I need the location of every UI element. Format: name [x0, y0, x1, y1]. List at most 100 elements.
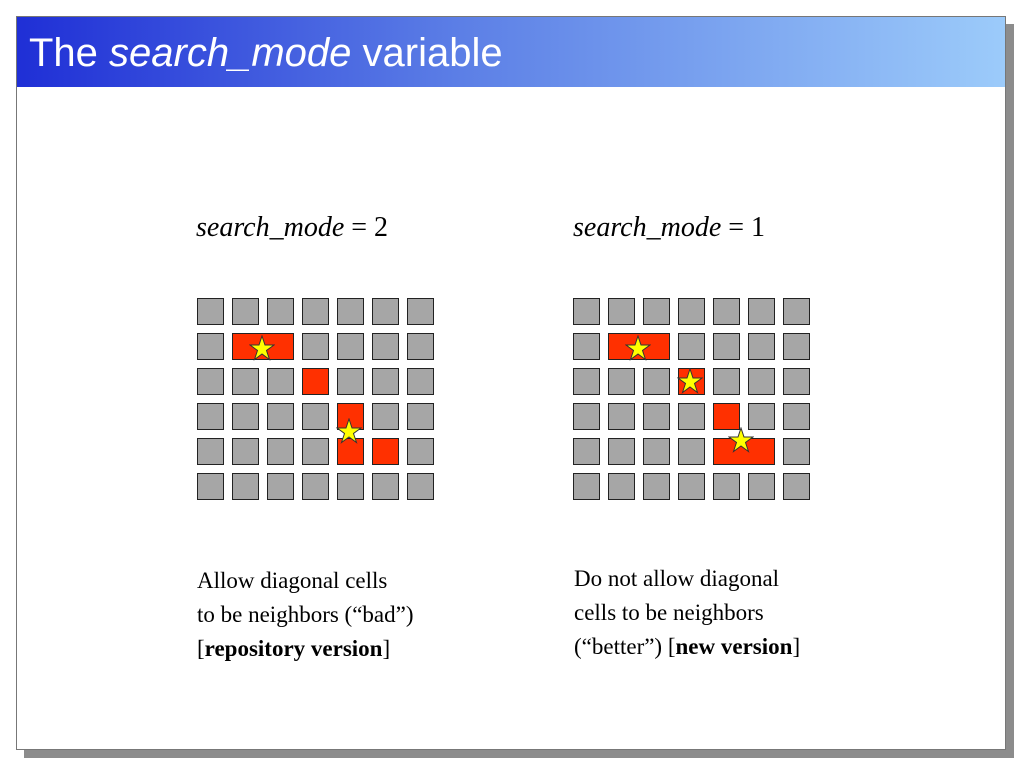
right-grid: [573, 298, 810, 500]
grid-cell: [573, 473, 600, 500]
left-caption-line2: to be neighbors (“bad”): [197, 602, 414, 627]
grid-cell: [372, 298, 399, 325]
grid-cell: [643, 403, 670, 430]
grid-cell: [302, 298, 329, 325]
path-cell: [713, 438, 775, 465]
left-caption-bracket-close: ]: [382, 636, 391, 661]
right-caption-line2: cells to be neighbors: [574, 600, 764, 625]
title-italic-var: search_mode: [109, 31, 352, 75]
grid-cell: [267, 368, 294, 395]
left-caption-version: repository version: [204, 636, 383, 661]
grid-cell: [407, 368, 434, 395]
grid-cell: [573, 368, 600, 395]
grid-cell: [608, 403, 635, 430]
grid-cell: [407, 473, 434, 500]
grid-cell: [267, 403, 294, 430]
grid-cell: [748, 298, 775, 325]
right-heading-value: = 1: [721, 212, 766, 243]
grid-cell: [608, 298, 635, 325]
left-grid: [197, 298, 434, 500]
grid-cell: [643, 368, 670, 395]
right-caption: Do not allow diagonal cells to be neighb…: [574, 562, 800, 664]
grid-cell: [678, 403, 705, 430]
grid-cell: [267, 438, 294, 465]
path-cell: [713, 403, 740, 430]
right-caption-version: new version: [675, 634, 793, 659]
grid-cell: [372, 368, 399, 395]
grid-cell: [573, 298, 600, 325]
grid-cell: [337, 473, 364, 500]
grid-cell: [302, 438, 329, 465]
grid-cell: [573, 438, 600, 465]
grid-cell: [337, 368, 364, 395]
grid-cell: [197, 333, 224, 360]
grid-cell: [748, 333, 775, 360]
star-icon: [625, 335, 651, 361]
left-caption-line1: Allow diagonal cells: [197, 568, 388, 593]
title-bar: The search_mode variable: [17, 17, 1005, 87]
grid-cell: [232, 403, 259, 430]
grid-cell: [573, 333, 600, 360]
left-caption-line3: [repository version]: [197, 632, 414, 666]
right-caption-line3: (“better”) [new version]: [574, 630, 800, 664]
path-cell: [372, 438, 399, 465]
grid-cell: [302, 473, 329, 500]
grid-cell: [197, 403, 224, 430]
grid-cell: [372, 403, 399, 430]
star-icon: [249, 335, 275, 361]
grid-cell: [783, 333, 810, 360]
right-heading: search_mode = 1: [573, 212, 765, 244]
title-suffix: variable: [351, 31, 503, 75]
grid-cell: [713, 473, 740, 500]
slide: The search_mode variable: [16, 16, 1006, 750]
right-caption-line1: Do not allow diagonal: [574, 566, 780, 591]
slide-title: The search_mode variable: [29, 29, 503, 77]
right-caption-pre: (“better”) [: [574, 634, 676, 659]
grid-cell: [407, 333, 434, 360]
grid-cell: [302, 333, 329, 360]
grid-cell: [678, 333, 705, 360]
grid-cell: [302, 403, 329, 430]
right-caption-bracket-close: ]: [792, 634, 801, 659]
grid-cell: [783, 473, 810, 500]
grid-cell: [608, 473, 635, 500]
left-heading: search_mode = 2: [196, 212, 388, 244]
grid-cell: [267, 298, 294, 325]
grid-cell: [678, 473, 705, 500]
grid-cell: [783, 438, 810, 465]
grid-cell: [232, 298, 259, 325]
grid-cell: [713, 333, 740, 360]
grid-cell: [232, 438, 259, 465]
grid-cell: [748, 403, 775, 430]
grid-cell: [713, 298, 740, 325]
star-icon: [336, 418, 362, 444]
grid-cell: [713, 368, 740, 395]
grid-cell: [573, 403, 600, 430]
grid-cell: [783, 298, 810, 325]
left-caption: Allow diagonal cells to be neighbors (“b…: [197, 564, 414, 666]
grid-cell: [232, 368, 259, 395]
grid-cell: [407, 403, 434, 430]
grid-cell: [337, 333, 364, 360]
grid-cell: [608, 368, 635, 395]
grid-cell: [643, 473, 670, 500]
grid-cell: [337, 298, 364, 325]
right-heading-var: search_mode: [573, 212, 722, 243]
left-caption-bracket-open: [: [197, 636, 205, 661]
grid-cell: [643, 298, 670, 325]
grid-cell: [748, 473, 775, 500]
path-cell: [302, 368, 329, 395]
grid-cell: [197, 368, 224, 395]
star-icon: [677, 368, 703, 394]
grid-cell: [197, 298, 224, 325]
grid-cell: [678, 298, 705, 325]
grid-cell: [748, 368, 775, 395]
grid-cell: [783, 403, 810, 430]
grid-cell: [372, 473, 399, 500]
grid-cell: [197, 473, 224, 500]
grid-cell: [643, 438, 670, 465]
grid-cell: [197, 438, 224, 465]
grid-cell: [407, 438, 434, 465]
grid-cell: [372, 333, 399, 360]
grid-cell: [407, 298, 434, 325]
